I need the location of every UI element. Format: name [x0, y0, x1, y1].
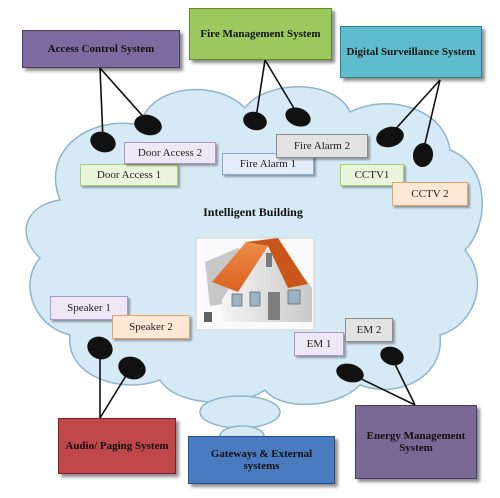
- fire-alarm-2-label: Fire Alarm 2: [293, 140, 351, 152]
- door-access-1-tag: Door Access 1: [80, 164, 178, 186]
- fire-alarm-2-tag: Fire Alarm 2: [276, 134, 368, 158]
- fire-alarm-1-label: Fire Alarm 1: [239, 158, 297, 170]
- em2-tag: EM 2: [345, 318, 393, 342]
- house-illustration: [195, 237, 315, 331]
- cctv2-label: CCTV 2: [411, 188, 449, 200]
- digital-surveillance-system-box: Digital Surveillance System: [340, 26, 482, 78]
- em2-label: EM 2: [356, 324, 382, 336]
- gateways-external-systems-box: Gateways & External systems: [188, 436, 335, 484]
- gateways-external-systems-label: Gateways & External systems: [210, 448, 313, 472]
- door-access-2-label: Door Access 2: [137, 147, 203, 159]
- access-control-system-label: Access Control System: [47, 43, 155, 55]
- energy-management-system-box: Energy Management System: [355, 405, 477, 479]
- cctv1-tag: CCTV1: [340, 164, 404, 186]
- fire-management-system-box: Fire Management System: [189, 8, 332, 60]
- digital-surveillance-system-label: Digital Surveillance System: [346, 46, 476, 58]
- connector-nodes: [87, 107, 434, 383]
- audio-paging-system-label: Audio/ Paging System: [65, 440, 169, 452]
- energy-management-system-label: Energy Management System: [366, 430, 466, 454]
- door-access-1-label: Door Access 1: [96, 169, 162, 181]
- em1-tag: EM 1: [294, 332, 344, 356]
- fire-alarm-1-tag: Fire Alarm 1: [222, 153, 314, 175]
- cctv2-tag: CCTV 2: [392, 182, 468, 206]
- speaker-2-label: Speaker 2: [129, 321, 173, 333]
- door-access-2-tag: Door Access 2: [124, 142, 216, 164]
- speaker-1-label: Speaker 1: [67, 302, 111, 314]
- audio-paging-system-box: Audio/ Paging System: [58, 418, 176, 474]
- cctv1-label: CCTV1: [354, 169, 390, 181]
- speaker-2-tag: Speaker 2: [112, 315, 190, 339]
- access-control-system-box: Access Control System: [22, 30, 180, 68]
- em1-label: EM 1: [306, 338, 332, 350]
- intelligent-building-title: Intelligent Building: [203, 205, 303, 219]
- fire-management-system-label: Fire Management System: [200, 28, 321, 40]
